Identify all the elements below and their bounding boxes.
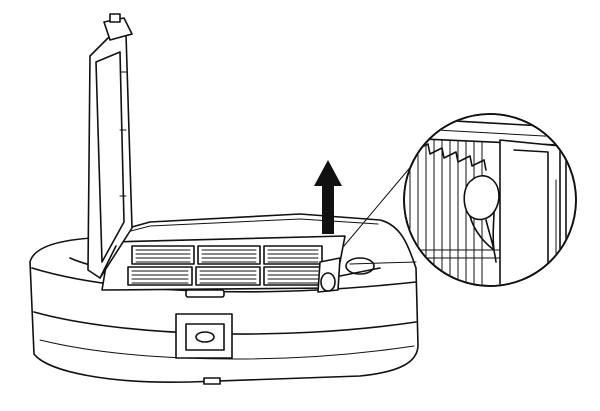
magnifier-callout-icon	[403, 113, 577, 287]
up-arrow-icon	[314, 160, 342, 234]
filter-grid-icon	[101, 235, 375, 293]
open-lid	[87, 13, 133, 279]
